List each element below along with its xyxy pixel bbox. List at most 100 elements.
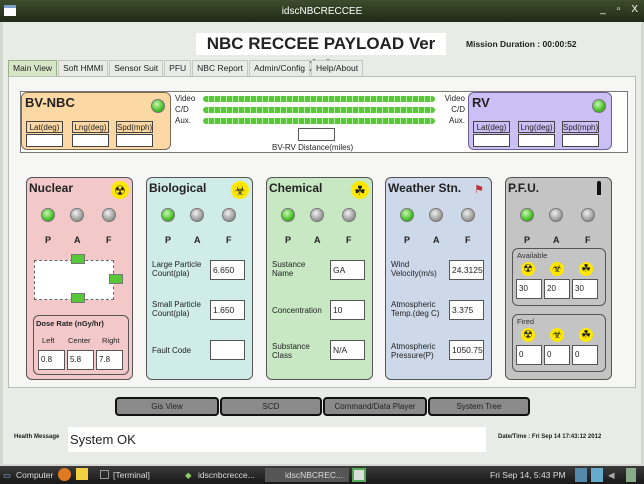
windsock-icon: ⚑ — [474, 183, 484, 196]
tab-admin-config[interactable]: Admin/Config — [249, 60, 311, 76]
chemical-hazard-icon: ☘ — [579, 328, 593, 342]
dose-right-label: Right — [102, 336, 120, 345]
chemical-hazard-icon: ☘ — [351, 181, 369, 199]
notes-icon[interactable] — [76, 468, 88, 480]
bv-lng-field[interactable] — [72, 134, 109, 147]
nuclear-f-led — [102, 208, 116, 222]
biohazard-icon: ☣ — [550, 328, 564, 342]
tab-sensor-suit[interactable]: Sensor Suit — [109, 60, 164, 76]
rv-lat-field[interactable] — [473, 134, 510, 147]
firefox-icon[interactable] — [58, 468, 71, 481]
tab-main-view[interactable]: Main View — [8, 60, 58, 76]
health-message-label: Health Message — [14, 434, 60, 440]
pfu-a-label: A — [553, 235, 560, 245]
aux-label-left: Aux. — [175, 116, 192, 125]
fired-chem-field[interactable]: 0 — [572, 345, 598, 365]
available-group: Available ☢ ☣ ☘ 30 20 30 — [512, 248, 606, 306]
dose-left-field[interactable]: 0.8 — [38, 350, 65, 370]
fired-nuclear-field[interactable]: 0 — [516, 345, 542, 365]
fired-label: Fired — [517, 317, 535, 326]
scd-button[interactable]: SCD — [220, 397, 322, 416]
computer-icon: ▭ — [3, 470, 12, 480]
rv-status-led — [592, 99, 606, 113]
volume-icon[interactable]: ◀ — [608, 470, 615, 480]
taskbar-terminal[interactable]: [Terminal] — [113, 470, 150, 480]
system-tree-button[interactable]: System Tree — [428, 397, 530, 416]
fault-code-field[interactable] — [210, 340, 245, 360]
atmospheric-pressure-field[interactable]: 1050.75 — [449, 340, 484, 360]
dose-left-label: Left — [42, 336, 55, 345]
maximize-button[interactable]: ▫ — [616, 4, 621, 15]
chem-p-led — [281, 208, 295, 222]
workspace-switcher[interactable] — [352, 468, 366, 482]
clock[interactable]: Fri Sep 14, 5:43 PM — [490, 470, 566, 480]
bv-lat-field[interactable] — [26, 134, 63, 147]
pfu-panel: P.F.U. P A F Available ☢ ☣ ☘ 30 20 30 Fi… — [505, 177, 612, 380]
tray-icon[interactable] — [626, 468, 636, 482]
distance-field[interactable] — [298, 128, 335, 141]
network-icon[interactable] — [575, 468, 587, 482]
atmospheric-temp-field[interactable]: 3.375 — [449, 300, 484, 320]
command-data-player-button[interactable]: Command/Data Player — [323, 397, 427, 416]
dose-center-field[interactable]: 5.8 — [67, 350, 94, 370]
rv-spd-label: Spd(mph) — [562, 121, 599, 133]
tab-pfu[interactable]: PFU — [164, 60, 192, 76]
weather-title: Weather Stn. — [388, 181, 462, 195]
bv-spd-field[interactable] — [116, 134, 153, 147]
nuclear-p-led — [41, 208, 55, 222]
computer-menu[interactable]: Computer — [16, 470, 54, 480]
biological-panel: Biological ☣ P A F Large Particle Count(… — [146, 177, 253, 380]
concentration-field[interactable]: 10 — [330, 300, 365, 320]
bv-lat-label: Lat(deg) — [26, 121, 63, 133]
substance-name-field[interactable]: GA — [330, 260, 365, 280]
nuclear-p-label: P — [45, 235, 52, 245]
concentration-label: Concentration — [272, 306, 322, 315]
sensor-bottom-indicator — [71, 293, 85, 303]
weather-f-label: F — [465, 235, 471, 245]
pfu-p-led — [520, 208, 534, 222]
atmospheric-temp-label: Atmospheric Temp.(deg C) — [391, 300, 440, 318]
rv-spd-field[interactable] — [562, 134, 599, 147]
aux-label-right: Aux. — [448, 116, 465, 125]
pfu-p-label: P — [524, 235, 531, 245]
rv-lng-field[interactable] — [518, 134, 555, 147]
terminal-icon — [100, 470, 109, 479]
large-particle-label: Large Particle Count(pla) — [152, 260, 202, 278]
available-nuclear-field[interactable]: 30 — [516, 279, 542, 299]
chem-a-label: A — [314, 235, 321, 245]
available-bio-field[interactable]: 20 — [544, 279, 570, 299]
aux-link: Aux. Aux. — [175, 116, 465, 126]
dose-rate-title: Dose Rate (nGy/hr) — [36, 319, 104, 328]
substance-class-field[interactable]: N/A — [330, 340, 365, 360]
chemical-panel: Chemical ☘ P A F Sustance Name GA Concen… — [266, 177, 373, 380]
available-chem-field[interactable]: 30 — [572, 279, 598, 299]
tab-soft-hmmi[interactable]: Soft HMMI — [58, 60, 109, 76]
rv-panel: RV Lat(deg) Lng(deg) Spd(mph) — [468, 92, 612, 150]
close-button[interactable]: X — [631, 4, 638, 15]
display-icon[interactable] — [591, 468, 603, 482]
taskbar-idscnbcrec-active[interactable]: idscNBCREC... — [265, 468, 349, 482]
tab-help-about[interactable]: Help/About — [311, 60, 364, 76]
nuclear-title: Nuclear — [29, 181, 74, 195]
pfu-a-led — [549, 208, 563, 222]
cartridge-icon — [597, 181, 601, 195]
wind-velocity-field[interactable]: 24.3125 — [449, 260, 484, 280]
fired-bio-field[interactable]: 0 — [544, 345, 570, 365]
large-particle-field[interactable]: 6.650 — [210, 260, 245, 280]
small-particle-field[interactable]: 1.650 — [210, 300, 245, 320]
bio-p-label: P — [165, 235, 172, 245]
taskbar-idscnbcrecce[interactable]: idscnbcrecce... — [198, 470, 255, 480]
cd-label-left: C/D — [175, 105, 189, 114]
chem-f-label: F — [346, 235, 352, 245]
radiation-icon: ☢ — [521, 328, 535, 342]
minimize-button[interactable]: _ — [600, 4, 606, 15]
small-particle-label: Small Particle Count(pla) — [152, 300, 201, 318]
gis-view-button[interactable]: Gis View — [115, 397, 219, 416]
bio-f-led — [222, 208, 236, 222]
dose-right-field[interactable]: 7.8 — [96, 350, 123, 370]
nuclear-panel: Nuclear ☢ P A F Dose Rate (nGy/hr) Left … — [26, 177, 133, 380]
bio-a-label: A — [194, 235, 201, 245]
tab-nbc-report[interactable]: NBC Report — [192, 60, 248, 76]
bv-nbc-panel: BV-NBC Lat(deg) Lng(deg) Spd(mph) — [21, 92, 171, 150]
